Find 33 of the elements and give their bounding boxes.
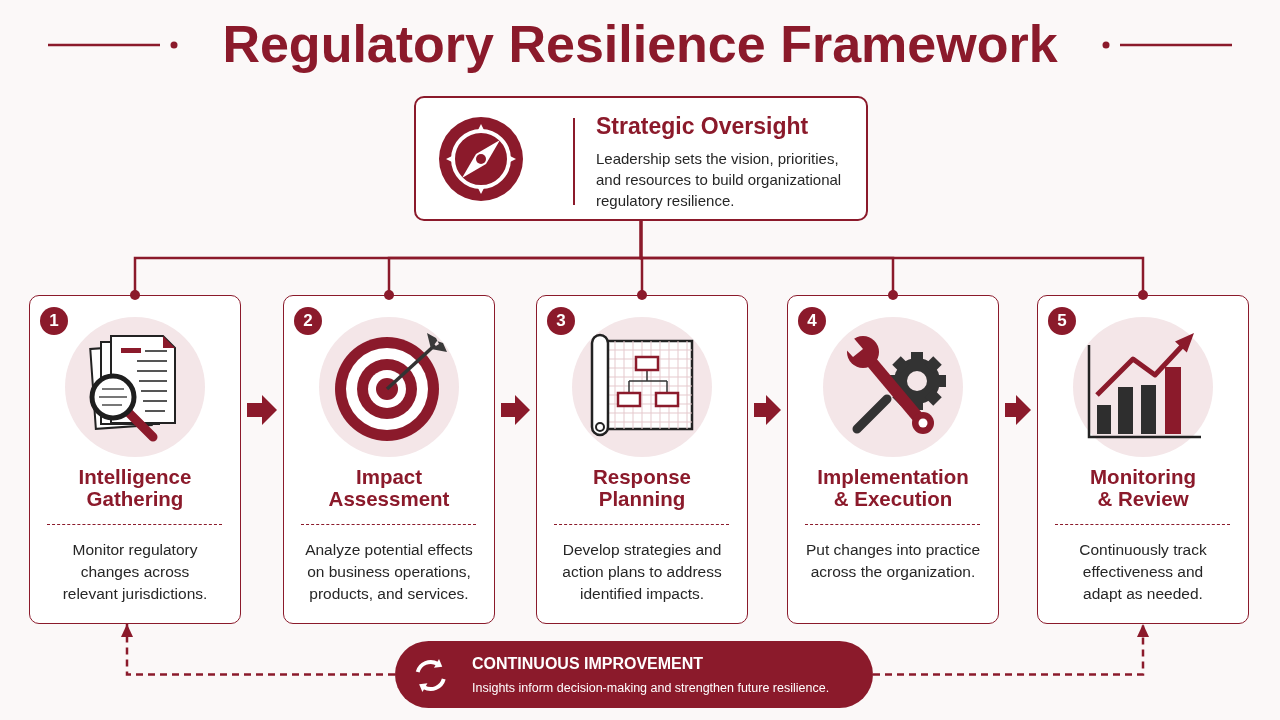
step-card — [29, 295, 241, 624]
step-number-badge: 5 — [1048, 307, 1076, 335]
step-number-badge: 1 — [40, 307, 68, 335]
step-description: Analyze potential effects on business operations, products, and services. — [304, 540, 474, 604]
box-description: Leadership sets the vision, priorities, and resources to build organizational regulatory resilience. — [596, 149, 843, 211]
step-description: Continuously track effectiveness and adapt as needed. — [1078, 540, 1208, 604]
step-description: Monitor regulatory changes across relevant jurisdictions. — [61, 540, 209, 604]
step-card — [787, 295, 999, 624]
banner-description: Insights inform decision-making and strengthen future resilience. — [472, 680, 830, 696]
step-title: Response Planning — [592, 466, 692, 510]
step-title: Implementation & Execution — [816, 466, 970, 510]
step-title: Monitoring & Review — [1089, 466, 1197, 510]
step-description: Develop strategies and action plans to address identified impacts. — [561, 540, 723, 604]
block-arrow — [247, 395, 277, 425]
banner-heading: CONTINUOUS IMPROVEMENT — [472, 654, 704, 674]
oversight-box — [414, 96, 868, 221]
block-arrow — [754, 395, 781, 425]
dashed-arrow — [873, 624, 1149, 676]
step-number-badge: 2 — [294, 307, 322, 335]
block-arrow — [1005, 395, 1031, 425]
step-number-badge: 4 — [798, 307, 826, 335]
dashed-arrow — [121, 624, 395, 676]
block-arrow — [501, 395, 530, 425]
step-card — [283, 295, 495, 624]
step-card — [536, 295, 748, 624]
box-heading: Strategic Oversight — [596, 112, 809, 140]
step-number-badge: 3 — [547, 307, 575, 335]
step-title: Impact Assessment — [327, 466, 451, 510]
step-card — [1037, 295, 1249, 624]
step-title: Intelligence Gathering — [77, 466, 193, 510]
connector-line — [639, 221, 1148, 300]
diagram-title: Regulatory Resilience Framework — [222, 14, 1058, 75]
step-description: Put changes into practice across the organization. — [804, 540, 982, 582]
